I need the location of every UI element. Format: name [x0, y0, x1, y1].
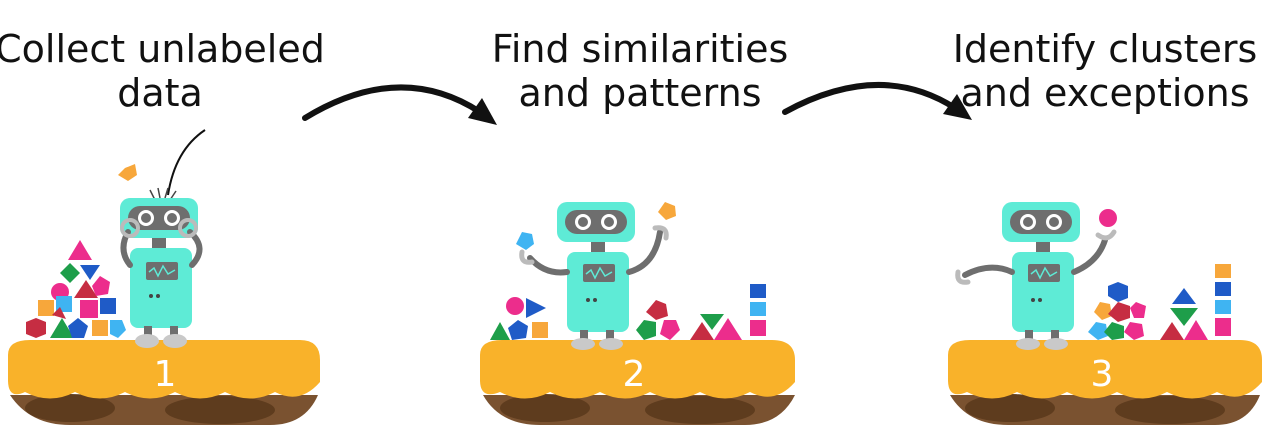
partially-sorted-shapes — [490, 284, 766, 340]
step-2-caption-line-2: and patterns — [519, 71, 762, 115]
step-1-number: 1 — [154, 354, 177, 395]
arrow-2-to-3 — [782, 82, 972, 120]
platform-2: 2 — [480, 340, 795, 425]
clustered-shapes — [1088, 264, 1231, 340]
floating-pentagon — [118, 164, 137, 181]
platform-1: 1 — [8, 340, 320, 425]
robot-3 — [955, 202, 1117, 350]
robot-2 — [516, 202, 676, 350]
step-3-caption-line-2: and exceptions — [960, 71, 1249, 115]
step-2-number: 2 — [623, 354, 646, 395]
platform-3: 3 — [948, 340, 1262, 425]
step-1-caption-line-1: Collect unlabeled — [0, 27, 325, 71]
step-3-caption-line-1: Identify clusters — [953, 27, 1258, 71]
step-3-number: 3 — [1091, 354, 1114, 395]
step-2-caption-line-1: Find similarities — [492, 27, 789, 71]
unsorted-shapes-pile — [26, 240, 126, 338]
arrow-1-to-2 — [302, 84, 497, 125]
step-1-caption-line-2: data — [117, 71, 203, 115]
robot-1 — [118, 129, 206, 348]
